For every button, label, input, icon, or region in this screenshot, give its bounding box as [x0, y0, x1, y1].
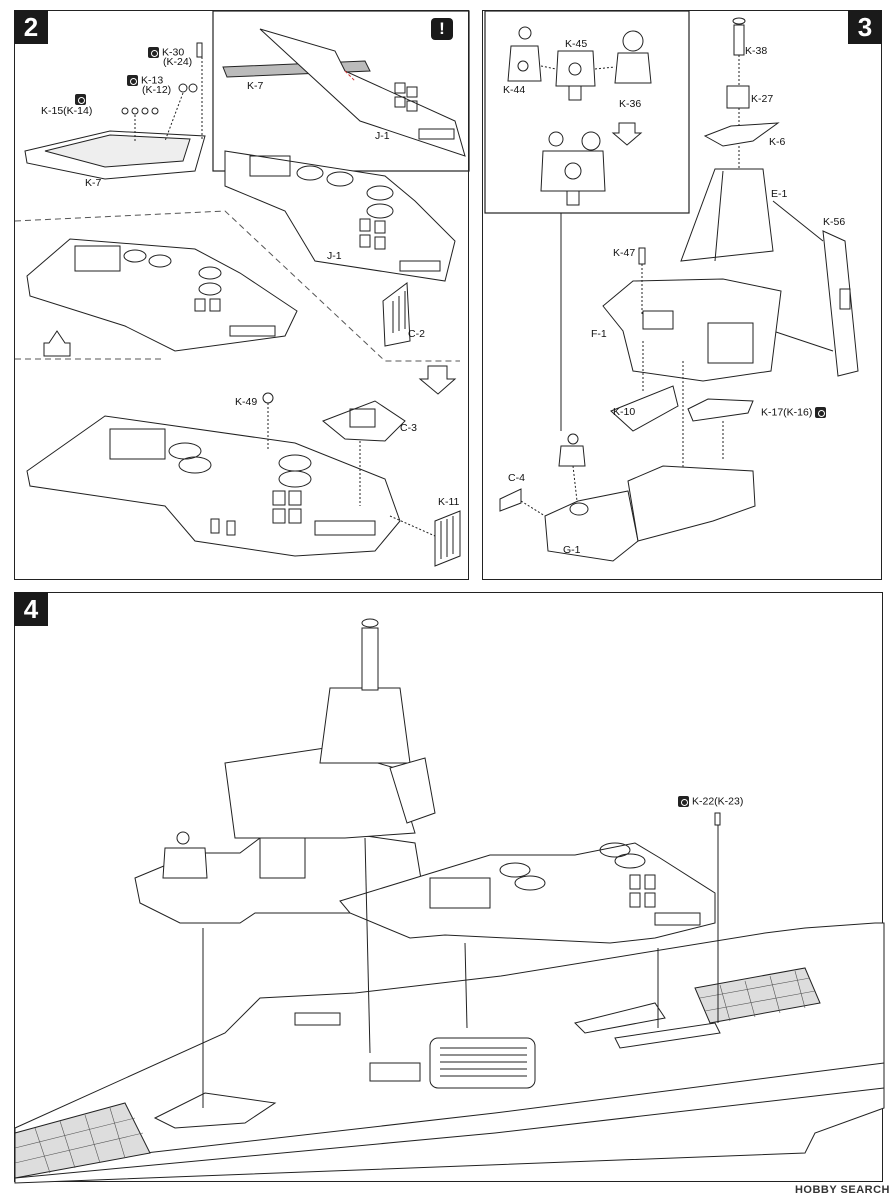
part-label-k17: K-17(K-16) — [761, 407, 829, 418]
step-3-panel: 3 — [482, 10, 882, 580]
part-label-j1: J-1 — [327, 250, 342, 262]
part-label-k30: K-30 — [148, 47, 184, 58]
part-label-k47: K-47 — [613, 247, 636, 259]
step-number-2: 2 — [14, 10, 48, 44]
warning-icon: ! — [431, 18, 453, 40]
part-label-k7-inset: K-7 — [247, 80, 264, 92]
part-label-k27: K-27 — [751, 93, 774, 105]
part-label-c4: C-4 — [508, 472, 525, 484]
optional-part-icon-k15 — [75, 94, 89, 105]
step-number-4: 4 — [14, 592, 48, 626]
step-3-illustration — [484, 10, 859, 562]
part-label-c3: C-3 — [400, 422, 417, 434]
part-label-k13: K-13 — [127, 75, 163, 86]
part-label-e1: E-1 — [771, 188, 788, 200]
part-label-f1: F-1 — [591, 328, 607, 340]
part-label-k38: K-38 — [745, 45, 768, 57]
part-label-k7: K-7 — [85, 177, 102, 189]
optional-part-icon — [148, 47, 159, 58]
step-2-panel: 2 — [14, 10, 470, 580]
part-label-k12: (K-12) — [142, 84, 172, 96]
part-label-k11: K-11 — [438, 496, 460, 508]
step-4-panel: 4 — [14, 592, 885, 1184]
step-4-illustration — [14, 618, 885, 1184]
part-label-k49: K-49 — [235, 396, 258, 408]
part-label-k56: K-56 — [823, 216, 846, 228]
part-label-g1: G-1 — [563, 544, 581, 556]
part-label-k6: K-6 — [769, 136, 786, 148]
part-label-k44: K-44 — [503, 84, 526, 96]
hobby-search-watermark: HOBBY SEARCH — [794, 1184, 890, 1196]
optional-part-icon — [678, 796, 689, 807]
optional-part-icon — [815, 407, 827, 418]
part-label-k22: K-22(K-23) — [678, 796, 743, 807]
step-number-3: 3 — [848, 10, 882, 44]
part-label-j1-inset: J-1 — [375, 130, 390, 142]
part-label-k36: K-36 — [619, 98, 642, 110]
optional-part-icon — [127, 75, 138, 86]
part-label-c2: C-2 — [408, 328, 425, 340]
step-2-illustration — [14, 10, 470, 567]
part-label-k24: (K-24) — [163, 56, 193, 68]
part-label-k45: K-45 — [565, 38, 588, 50]
part-label-k10: K-10 — [613, 406, 636, 418]
optional-part-icon — [75, 94, 86, 105]
part-label-k15: K-15(K-14) — [41, 105, 93, 117]
